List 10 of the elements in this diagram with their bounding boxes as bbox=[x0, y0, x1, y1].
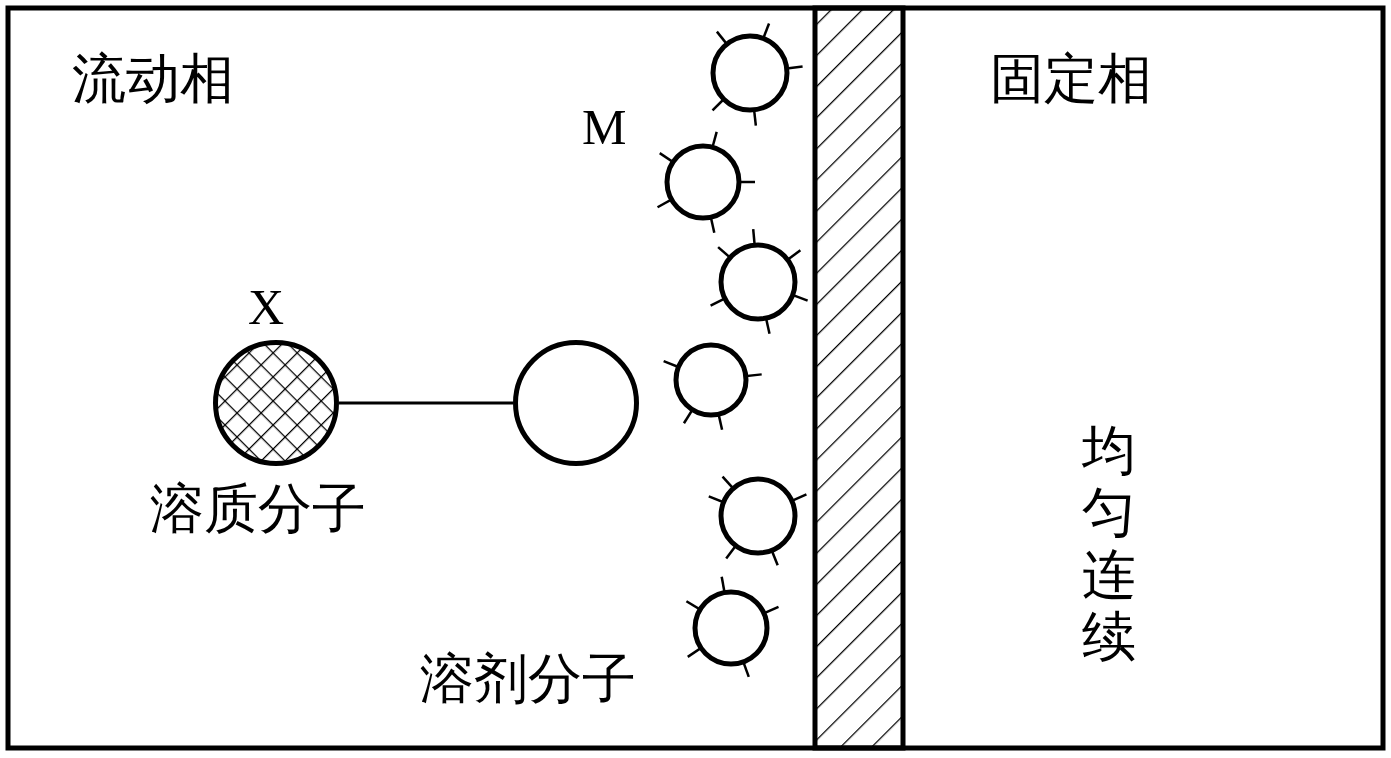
connector-line bbox=[339, 401, 513, 405]
molecule-label: M bbox=[582, 102, 627, 152]
solute-molecule bbox=[213, 340, 339, 466]
molecule-circle bbox=[513, 340, 639, 466]
description-text: 均匀连续 bbox=[1082, 420, 1136, 669]
phase-label: 流动相 bbox=[72, 52, 234, 106]
caption-text: 溶剂分子 bbox=[420, 652, 636, 706]
phase-label: 固定相 bbox=[990, 52, 1152, 106]
caption-text: 溶质分子 bbox=[150, 482, 366, 536]
molecule-label: X bbox=[248, 282, 285, 332]
